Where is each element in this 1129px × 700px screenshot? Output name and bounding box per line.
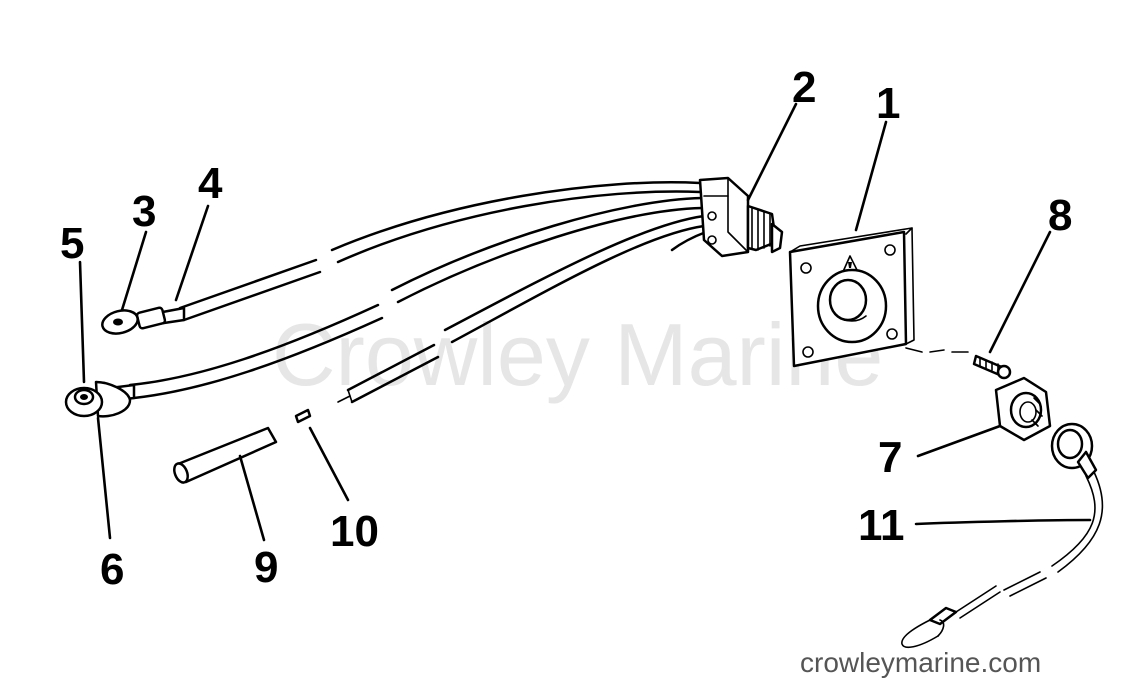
- eyelet-terminal: [64, 380, 136, 418]
- callout-4: 4: [198, 159, 223, 208]
- switch-body: [698, 176, 784, 258]
- callout-8: 8: [1048, 191, 1072, 240]
- mounting-plate: [788, 227, 915, 368]
- callout-7: 7: [878, 433, 902, 482]
- ring-terminal: [101, 306, 186, 335]
- cap-lanyard: [901, 422, 1104, 649]
- site-credit: crowleymarine.com: [800, 647, 1041, 678]
- callout-3: 3: [132, 187, 156, 236]
- callout-1: 1: [876, 79, 900, 128]
- leader-lines: [78, 102, 1092, 542]
- callout-5: 5: [60, 219, 84, 268]
- callout-9: 9: [254, 543, 278, 592]
- callout-2: 2: [792, 63, 816, 112]
- terminal-pin: [294, 408, 312, 424]
- callouts: 1 2 3 4 5 6 7 8 9 10 11: [60, 63, 1072, 594]
- hex-nut: [994, 376, 1052, 442]
- sleeve: [173, 426, 278, 484]
- wire-harness: [128, 181, 708, 404]
- screw: [905, 347, 1012, 380]
- callout-11: 11: [858, 501, 905, 550]
- callout-10: 10: [330, 507, 379, 556]
- callout-6: 6: [100, 545, 124, 594]
